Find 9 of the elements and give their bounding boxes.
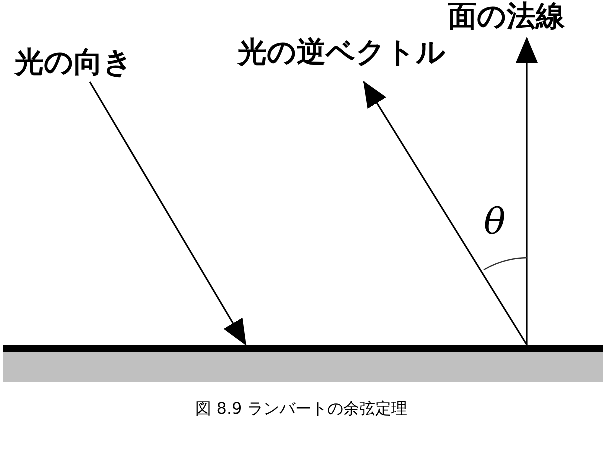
label-text: 光の逆ベクトル — [238, 36, 478, 82]
caption: 図 8.9 ランバートの余弦定理 — [196, 398, 408, 420]
label-text: 面の法線 — [448, 0, 598, 38]
arrow — [89, 82, 247, 346]
label-text: 光の向き — [15, 46, 157, 82]
angle-label: θ — [484, 203, 506, 243]
arrow — [516, 37, 538, 345]
arrow — [363, 81, 528, 346]
surface — [3, 345, 603, 382]
